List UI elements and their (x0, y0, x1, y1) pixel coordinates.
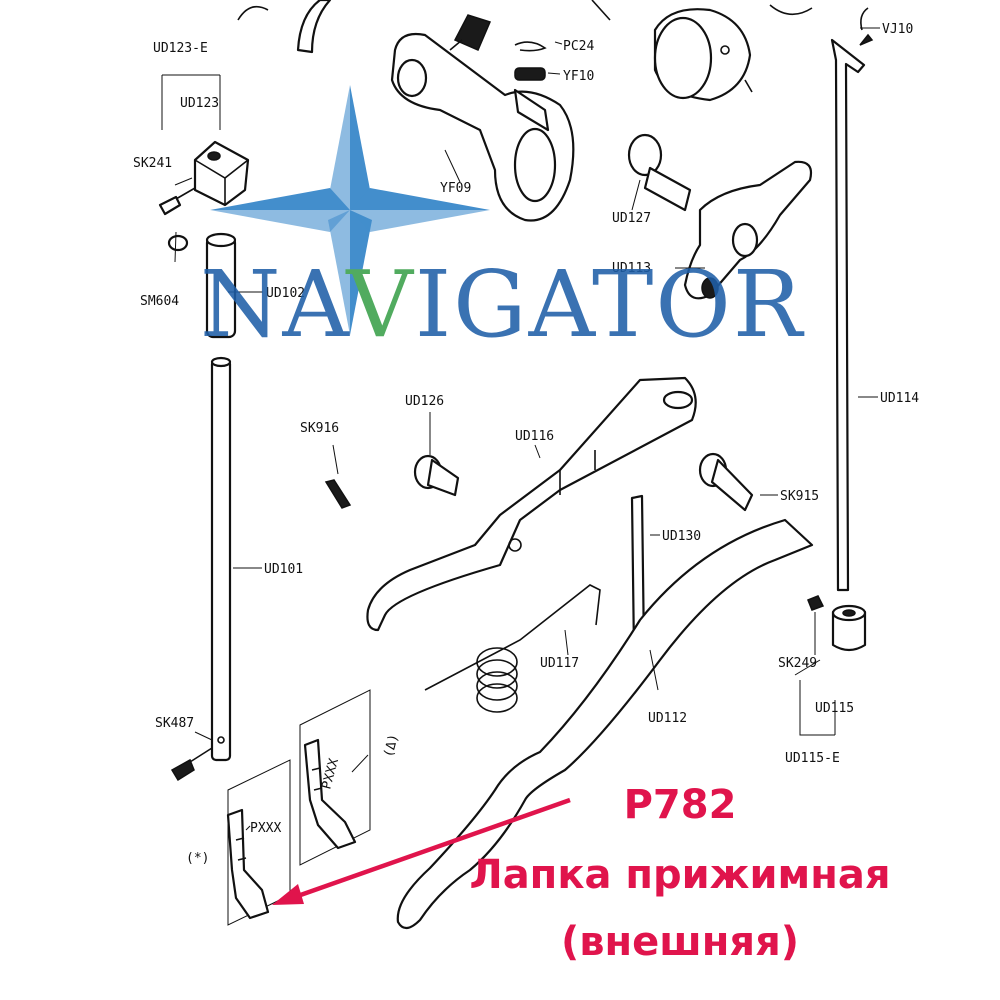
label-vj10: VJ10 (882, 22, 913, 37)
callout-code: P782 (624, 782, 737, 828)
lever-ud116 (366, 376, 697, 632)
label-ud127: UD127 (612, 211, 651, 226)
callout: P782 Лапка прижимная (внешняя) (272, 782, 891, 965)
callout-line1: Лапка прижимная (469, 852, 890, 898)
label-ud115e: UD115-E (785, 751, 840, 766)
label-ud113: UD113 (612, 261, 651, 276)
stud-sk915 (698, 452, 754, 512)
label-ud126: UD126 (405, 394, 444, 409)
label-ud117: UD117 (540, 656, 579, 671)
label-ud101: UD101 (264, 562, 303, 577)
label-yf10: YF10 (563, 69, 594, 84)
label-ud114: UD114 (880, 391, 919, 406)
coil-spring (476, 647, 518, 713)
presser-bar-assembly (158, 140, 352, 782)
guide-block (193, 140, 250, 207)
label-sk916: SK916 (300, 421, 339, 436)
label-sk249: SK249 (778, 656, 817, 671)
label-ud115: UD115 (815, 701, 854, 716)
top-left-fragments (237, 0, 813, 54)
presser-foot-outer (226, 808, 270, 920)
part-labels: UD123-E UD123 SK241 SM604 UD102 SK916 UD… (133, 22, 919, 866)
label-sm604: SM604 (140, 294, 179, 309)
clip-pc24 (514, 41, 547, 52)
leader-lines (161, 27, 880, 831)
label-ud102: UD102 (266, 286, 305, 301)
nut-sm604 (167, 234, 189, 252)
pin-yf10 (514, 67, 546, 81)
presser-feet (226, 689, 371, 926)
stud-ud126 (413, 454, 460, 497)
label-sk487: SK487 (155, 716, 194, 731)
collar-ud115 (831, 610, 867, 652)
rod-ud114 (807, 7, 874, 652)
callout-line2: (внешняя) (561, 919, 799, 965)
upper-right-parts (627, 8, 813, 300)
navigator-watermark: NAVIGATOR (200, 85, 805, 358)
label-ud123e: UD123-E (153, 41, 208, 56)
screw-sk916 (324, 479, 352, 509)
label-star-mark: (*) (186, 851, 209, 866)
shaft-ud127 (627, 133, 692, 212)
screw-top (449, 0, 611, 51)
spring-wire-ud117 (424, 584, 601, 691)
lever-ud116-group (366, 376, 754, 632)
label-ud116: UD116 (515, 429, 554, 444)
label-sk915: SK915 (780, 489, 819, 504)
presser-foot-inner (303, 738, 357, 850)
screw-sk241 (158, 187, 196, 216)
presser-bar-ud101 (210, 358, 232, 762)
upper-center-parts (390, 0, 611, 222)
label-pxxx-a: PXXX (250, 821, 281, 836)
callout-arrow (291, 797, 571, 901)
rod-ud130-group (424, 494, 646, 713)
label-delta-mark: (Δ) (381, 732, 402, 759)
label-pxxx-b: PXXX (319, 757, 342, 791)
logo-text: NAVIGATOR (200, 251, 805, 358)
label-pc24: PC24 (563, 39, 594, 54)
label-ud123: UD123 (180, 96, 219, 111)
screw-sk249 (807, 595, 825, 611)
compass-star-icon (210, 85, 490, 335)
label-sk241: SK241 (133, 156, 172, 171)
label-ud130: UD130 (662, 529, 701, 544)
label-ud112: UD112 (648, 711, 687, 726)
label-yf09: YF09 (440, 181, 471, 196)
screw-sk487 (170, 747, 213, 782)
callout-arrow-head-icon (272, 884, 304, 905)
